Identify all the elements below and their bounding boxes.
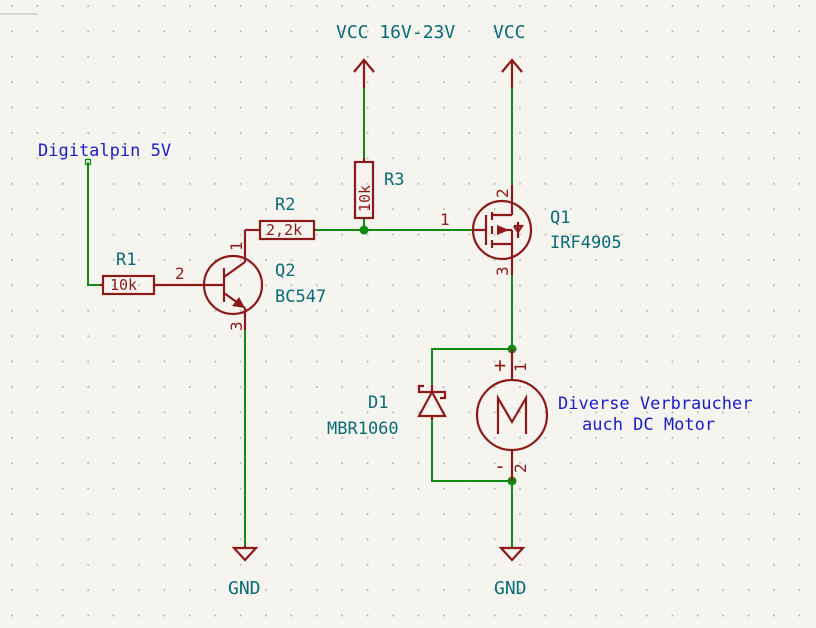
r1-value: 10k [110,276,137,294]
q1-pin2-number: 2 [493,188,512,198]
q2-pin3-number: 3 [227,321,246,331]
r3-value: 10k [356,185,374,212]
digitalpin-connector [84,158,92,166]
wire-digitalpin-r1 [87,162,100,286]
gnd-left-label: GND [228,578,261,599]
r1-ref: R1 [116,250,136,270]
q2-value: BC547 [275,287,326,307]
r2-pin-number: 1 [227,241,246,251]
r1-pin-number: 2 [175,264,185,283]
diode-d1: D1 MBR1060 [327,384,447,439]
power-symbol-vcc: VCC [493,22,526,88]
mosfet-q1: Q1 IRF4905 1 2 3 [440,185,622,276]
q1-pin1-number: 1 [440,210,450,229]
load-note-line1: Diverse Verbraucher [558,394,752,414]
resistor-r1: R1 10k 2 [100,250,200,296]
resistor-r3: R3 10k [353,158,404,220]
motor-pin1-number: 1 [511,362,530,372]
r2-value: 2,2k [266,221,302,239]
digitalpin-label: Digitalpin 5V [38,141,171,161]
q1-value: IRF4905 [550,233,622,253]
ground-symbol-right: GND [494,546,527,599]
ground-symbol-left: GND [228,546,261,599]
motor-plus-sign: + [494,353,506,377]
power-symbol-vcc-high: VCC 16V-23V [336,22,455,88]
load-note-line2: auch DC Motor [582,415,715,435]
motor-minus-sign: - [494,454,506,478]
r3-ref: R3 [384,170,404,190]
vcc-high-label: VCC 16V-23V [336,22,455,43]
wire-motor-diode-top [431,348,512,385]
r2-ref: R2 [275,195,295,215]
q1-pin3-number: 3 [493,266,512,276]
transistor-q2: Q2 BC547 3 [200,245,326,331]
vcc-label: VCC [493,22,526,43]
junction-r3 [359,225,369,235]
gnd-right-label: GND [494,578,527,599]
motor-pin2-number: 2 [511,463,530,473]
d1-ref: D1 [368,393,388,413]
wire-diode-bottom [431,420,512,482]
d1-value: MBR1060 [327,419,399,439]
q2-ref: Q2 [275,261,295,281]
wires [87,88,517,548]
resistor-r2: R2 2,2k 1 [227,195,316,251]
q1-ref: Q1 [550,208,570,228]
motor-load-m: + - 1 2 [475,349,549,481]
